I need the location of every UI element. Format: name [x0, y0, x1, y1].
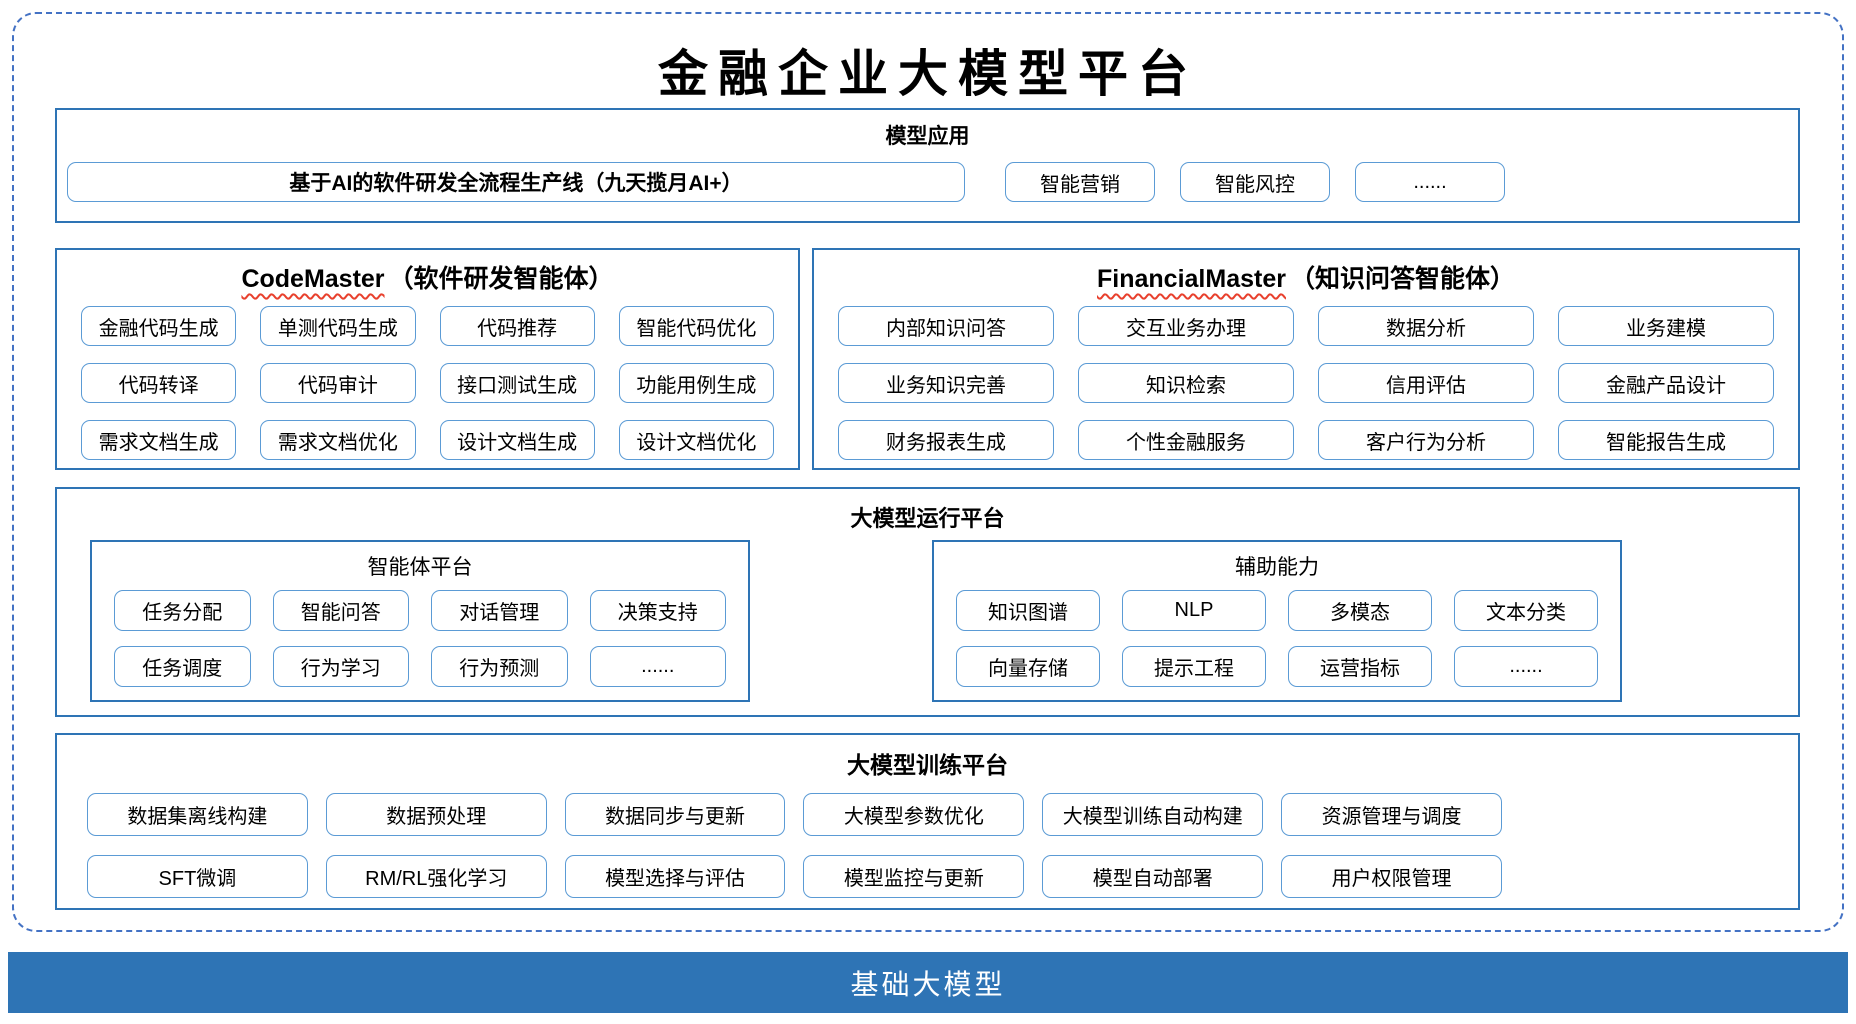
- agent-platform-item: 决策支持: [589, 590, 726, 631]
- financialmaster-item: 业务建模: [1558, 306, 1774, 346]
- training-item: 模型监控与更新: [803, 855, 1025, 898]
- section-title-training: 大模型训练平台: [847, 752, 1008, 778]
- subsection-agent-platform: 智能体平台 任务分配 智能问答 对话管理 决策支持 任务调度 行为学习 行为预测…: [90, 540, 750, 702]
- codemaster-item: 需求文档优化: [260, 420, 416, 460]
- codemaster-title-en: CodeMaster: [241, 265, 385, 293]
- codemaster-item: 代码转译: [81, 363, 237, 403]
- section-title-model-applications: 模型应用: [885, 125, 970, 148]
- model-app-node: ......: [1355, 162, 1505, 202]
- training-item: 数据同步与更新: [564, 793, 786, 836]
- training-item: 模型自动部署: [1042, 855, 1264, 898]
- agent-platform-grid: 任务分配 智能问答 对话管理 决策支持 任务调度 行为学习 行为预测 .....…: [114, 590, 726, 687]
- codemaster-item: 功能用例生成: [618, 363, 774, 403]
- financialmaster-item: 数据分析: [1318, 306, 1534, 346]
- training-item: 用户权限管理: [1281, 855, 1502, 898]
- financialmaster-title-en: FinancialMaster: [1097, 265, 1286, 293]
- training-item: 模型选择与评估: [564, 855, 786, 898]
- foundation-model-label: 基础大模型: [850, 968, 1006, 1000]
- section-runtime-platform: 大模型运行平台 智能体平台 任务分配 智能问答 对话管理 决策支持 任务调度 行…: [55, 487, 1800, 717]
- pipeline-node: 基于AI的软件研发全流程生产线（九天揽月AI+）: [67, 162, 965, 202]
- codemaster-item: 代码推荐: [439, 306, 595, 346]
- agent-platform-item: 行为预测: [431, 646, 568, 687]
- financialmaster-item: 知识检索: [1078, 363, 1294, 403]
- agent-platform-item: 任务调度: [114, 646, 251, 687]
- training-item: 数据集离线构建: [87, 793, 308, 836]
- financialmaster-title-zh: （知识问答智能体）: [1289, 265, 1515, 293]
- section-title-runtime: 大模型运行平台: [850, 506, 1005, 531]
- subsection-title-agent-platform: 智能体平台: [367, 556, 473, 579]
- training-item: 大模型参数优化: [803, 793, 1025, 836]
- subsection-aux-ability: 辅助能力 知识图谱 NLP 多模态 文本分类 向量存储 提示工程 运营指标 ..…: [932, 540, 1622, 702]
- aux-ability-item: 向量存储: [956, 646, 1100, 687]
- codemaster-title-zh: （软件研发智能体）: [388, 265, 614, 293]
- financialmaster-item: 业务知识完善: [838, 363, 1054, 403]
- financialmaster-item: 金融产品设计: [1558, 363, 1774, 403]
- financialmaster-item: 个性金融服务: [1078, 420, 1294, 460]
- codemaster-item: 设计文档生成: [439, 420, 595, 460]
- training-item: 数据预处理: [325, 793, 547, 836]
- page-title: 金融企业大模型平台: [658, 44, 1198, 103]
- section-codemaster: CodeMaster（软件研发智能体） 金融代码生成 单测代码生成 代码推荐 智…: [55, 248, 800, 470]
- model-app-row: 基于AI的软件研发全流程生产线（九天揽月AI+） 智能营销 智能风控 .....…: [67, 162, 1788, 202]
- agent-platform-item: ......: [589, 646, 726, 687]
- aux-ability-item: 文本分类: [1454, 590, 1598, 631]
- codemaster-item: 单测代码生成: [260, 306, 416, 346]
- aux-ability-item: ......: [1454, 646, 1598, 687]
- financialmaster-item: 客户行为分析: [1318, 420, 1534, 460]
- financialmaster-item: 交互业务办理: [1078, 306, 1294, 346]
- foundation-model-bar: 基础大模型: [8, 952, 1848, 1013]
- model-app-node: 智能风控: [1180, 162, 1330, 202]
- section-title-financialmaster: FinancialMaster（知识问答智能体）: [814, 259, 1798, 295]
- agent-platform-item: 任务分配: [114, 590, 251, 631]
- agent-platform-item: 智能问答: [272, 590, 409, 631]
- aux-ability-item: 知识图谱: [956, 590, 1100, 631]
- training-item: SFT微调: [87, 855, 308, 898]
- financialmaster-grid: 内部知识问答 交互业务办理 数据分析 业务建模 业务知识完善 知识检索 信用评估…: [838, 306, 1774, 460]
- codemaster-item: 接口测试生成: [439, 363, 595, 403]
- training-grid: 数据集离线构建 数据预处理 数据同步与更新 大模型参数优化 大模型训练自动构建 …: [87, 793, 1502, 898]
- aux-ability-item: NLP: [1122, 590, 1266, 631]
- codemaster-item: 金融代码生成: [81, 306, 237, 346]
- agent-platform-item: 对话管理: [431, 590, 568, 631]
- section-title-codemaster: CodeMaster（软件研发智能体）: [57, 259, 798, 295]
- section-financialmaster: FinancialMaster（知识问答智能体） 内部知识问答 交互业务办理 数…: [812, 248, 1800, 470]
- aux-ability-item: 多模态: [1288, 590, 1432, 631]
- financialmaster-item: 财务报表生成: [838, 420, 1054, 460]
- section-training-platform: 大模型训练平台 数据集离线构建 数据预处理 数据同步与更新 大模型参数优化 大模…: [55, 733, 1800, 910]
- section-model-applications: 模型应用 基于AI的软件研发全流程生产线（九天揽月AI+） 智能营销 智能风控 …: [55, 108, 1800, 223]
- financialmaster-item: 信用评估: [1318, 363, 1534, 403]
- agent-platform-item: 行为学习: [272, 646, 409, 687]
- aux-ability-grid: 知识图谱 NLP 多模态 文本分类 向量存储 提示工程 运营指标 ......: [956, 590, 1598, 687]
- training-item: RM/RL强化学习: [325, 855, 547, 898]
- financialmaster-item: 智能报告生成: [1558, 420, 1774, 460]
- codemaster-item: 智能代码优化: [618, 306, 774, 346]
- codemaster-item: 代码审计: [260, 363, 416, 403]
- outer-dashed-border: [12, 12, 1844, 932]
- financialmaster-item: 内部知识问答: [838, 306, 1054, 346]
- training-item: 大模型训练自动构建: [1042, 793, 1264, 836]
- aux-ability-item: 提示工程: [1122, 646, 1266, 687]
- subsection-title-aux-ability: 辅助能力: [1235, 556, 1319, 579]
- model-app-node: 智能营销: [1005, 162, 1155, 202]
- codemaster-item: 需求文档生成: [81, 420, 237, 460]
- training-item: 资源管理与调度: [1281, 793, 1502, 836]
- codemaster-grid: 金融代码生成 单测代码生成 代码推荐 智能代码优化 代码转译 代码审计 接口测试…: [81, 306, 774, 460]
- aux-ability-item: 运营指标: [1288, 646, 1432, 687]
- codemaster-item: 设计文档优化: [618, 420, 774, 460]
